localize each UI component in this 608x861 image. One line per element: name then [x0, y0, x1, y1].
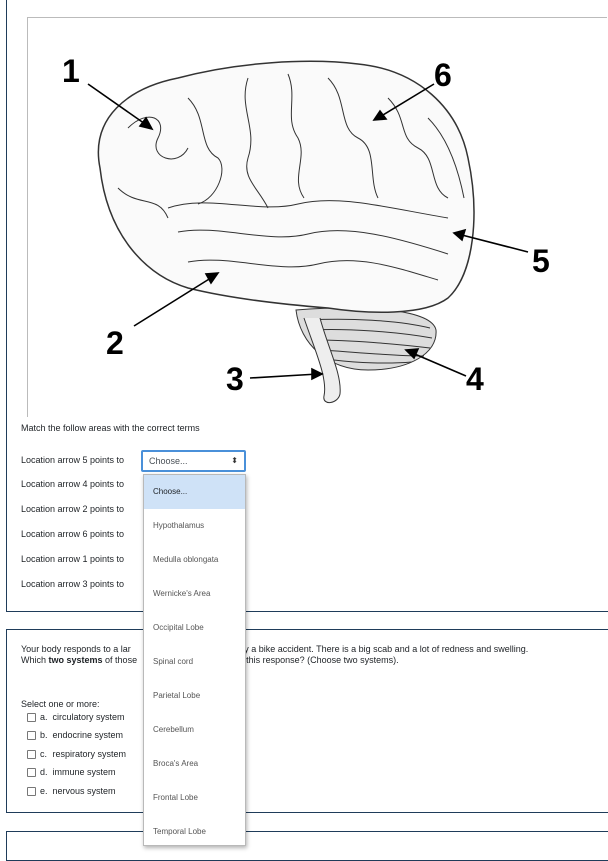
question-card-3	[6, 831, 608, 861]
figure-label-4: 4	[466, 361, 484, 397]
figure-label-1: 1	[62, 53, 80, 89]
choice-text: nervous system	[52, 786, 116, 796]
row-label: Location arrow 3 points to	[21, 579, 125, 589]
term-dropdown-list[interactable]: Choose... Hypothalamus Medulla oblongata…	[143, 474, 246, 846]
q-text-part: Your body responds to a lar	[21, 644, 131, 654]
figure-label-5: 5	[532, 243, 550, 279]
row-label: Location arrow 6 points to	[21, 529, 125, 539]
select-arrows-icon: ⬍	[231, 456, 238, 465]
figure-label-2: 2	[106, 325, 124, 361]
brain-illustration: 1 2 3 4 5 6	[62, 53, 550, 403]
checkbox[interactable]	[27, 768, 36, 778]
checkbox[interactable]	[27, 750, 36, 760]
option-frontal-lobe[interactable]: Frontal Lobe	[153, 793, 198, 802]
choice-b[interactable]: b. endocrine system	[27, 728, 123, 742]
option-occipital-lobe[interactable]: Occipital Lobe	[153, 623, 204, 632]
option-wernickes-area[interactable]: Wernicke's Area	[153, 589, 211, 598]
match-prompt: Match the follow areas with the correct …	[21, 423, 200, 433]
figure-label-3: 3	[226, 361, 244, 397]
option-temporal-lobe[interactable]: Temporal Lobe	[153, 827, 206, 836]
checkbox[interactable]	[27, 713, 36, 723]
question-text: Your body responds to a lar ed by a bike …	[21, 644, 601, 666]
checkbox[interactable]	[27, 787, 36, 797]
choice-text: respiratory system	[52, 749, 127, 759]
option-choose[interactable]: Choose...	[144, 475, 245, 509]
question-card-2: Your body responds to a lar ed by a bike …	[6, 629, 608, 813]
q-text-part: ed by a bike accident. There is a big sc…	[226, 644, 529, 654]
choice-text: circulatory system	[52, 712, 125, 722]
choice-text: endocrine system	[52, 730, 124, 740]
choice-letter: d.	[40, 767, 48, 777]
choice-letter: b.	[40, 730, 48, 740]
choice-text: immune system	[52, 767, 116, 777]
row-label: Location arrow 5 points to	[21, 455, 125, 465]
row-label: Location arrow 2 points to	[21, 504, 125, 514]
figure-label-6: 6	[434, 57, 452, 93]
checkbox[interactable]	[27, 731, 36, 741]
option-medulla-oblongata[interactable]: Medulla oblongata	[153, 555, 219, 564]
q-text-part: of those	[102, 655, 138, 665]
choice-a[interactable]: a. circulatory system	[27, 710, 125, 724]
row-label: Location arrow 4 points to	[21, 479, 125, 489]
select-value: Choose...	[149, 456, 188, 466]
option-spinal-cord[interactable]: Spinal cord	[153, 657, 194, 666]
match-row-3: Location arrow 3 points to	[21, 576, 124, 592]
match-row-6: Location arrow 6 points to	[21, 526, 124, 542]
question-card-1: 1 2 3 4 5 6 Match the follow areas with …	[6, 0, 608, 612]
option-cerebellum[interactable]: Cerebellum	[153, 725, 194, 734]
match-row-5: Location arrow 5 points to	[21, 452, 124, 468]
q-text-part: Which	[21, 655, 49, 665]
choice-d[interactable]: d. immune system	[27, 765, 116, 779]
choice-letter: c.	[40, 749, 48, 759]
option-parietal-lobe[interactable]: Parietal Lobe	[153, 691, 201, 700]
term-select-active[interactable]: Choose... ⬍	[141, 450, 246, 472]
choice-e[interactable]: e. nervous system	[27, 784, 116, 798]
option-brocas-area[interactable]: Broca's Area	[153, 759, 199, 768]
choice-c[interactable]: c. respiratory system	[27, 747, 126, 761]
q-text-part: vers in this response? (Choose two syste…	[217, 655, 399, 665]
choice-letter: a.	[40, 712, 48, 722]
q-text-bold: two systems	[48, 655, 103, 665]
select-one-or-more-label: Select one or more:	[21, 699, 100, 709]
row-label: Location arrow 1 points to	[21, 554, 125, 564]
match-row-4: Location arrow 4 points to	[21, 476, 124, 492]
brain-figure: 1 2 3 4 5 6	[27, 17, 607, 417]
match-row-2: Location arrow 2 points to	[21, 501, 124, 517]
option-hypothalamus[interactable]: Hypothalamus	[153, 521, 205, 530]
match-row-1: Location arrow 1 points to	[21, 551, 124, 567]
choice-letter: e.	[40, 786, 48, 796]
